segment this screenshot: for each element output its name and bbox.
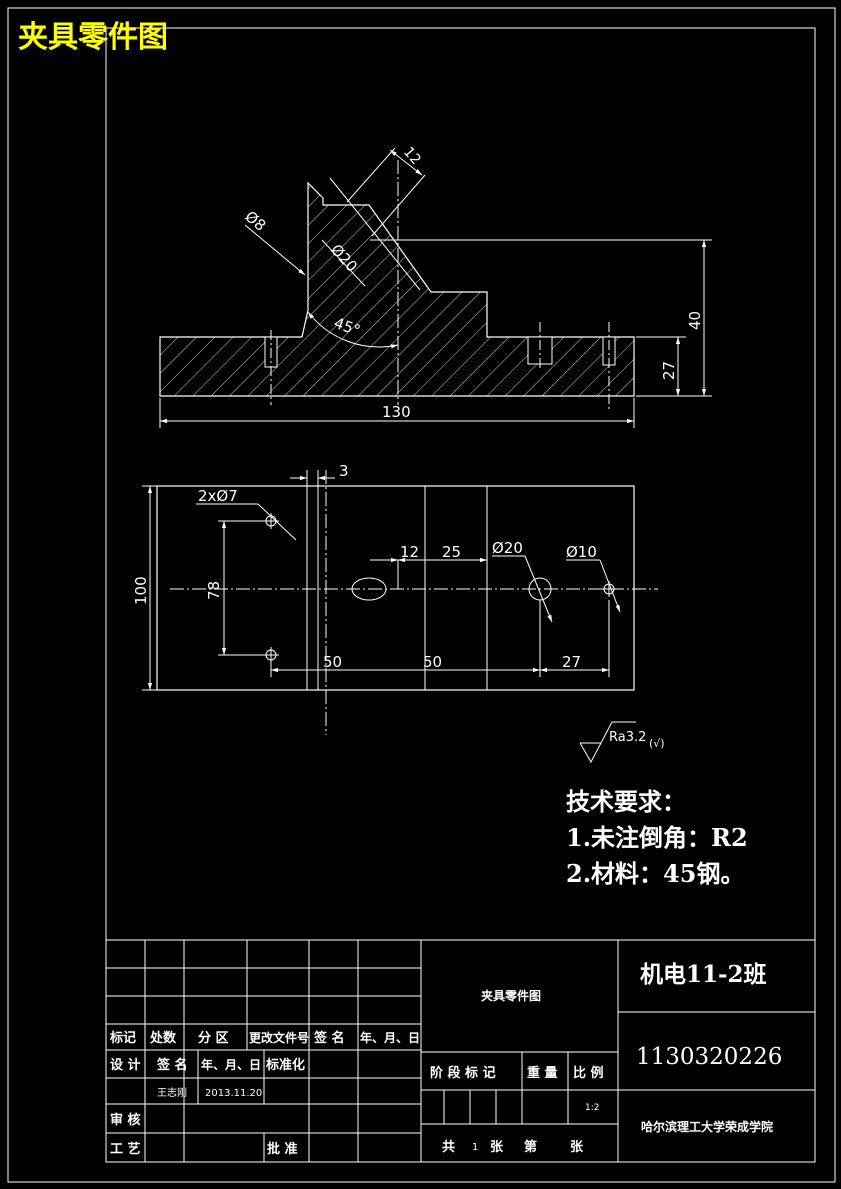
tech-item1: 1.未注倒角：R2	[566, 823, 748, 852]
tb-header-0: 标记	[109, 1030, 136, 1046]
tb-date: 2013.11.20	[205, 1088, 262, 1099]
front-view	[159, 147, 712, 428]
tb-scale: 比 例	[573, 1065, 604, 1081]
tb-header-3: 更改文件号	[249, 1030, 309, 1045]
roughness-symbol	[579, 721, 636, 764]
front-dim-27: 27	[660, 361, 678, 380]
top-dim-50b: 50	[423, 653, 442, 671]
tech-item2: 2.材料：45钢。	[566, 859, 744, 888]
tb-header-4: 签 名	[313, 1030, 345, 1046]
tb-sheets-unit: 张	[490, 1140, 504, 1155]
top-dim-12: 12	[400, 543, 419, 561]
tb-class-name: 机电11-2班	[640, 961, 767, 988]
title-block	[105, 939, 816, 1163]
tb-weight: 重 量	[527, 1065, 558, 1081]
roughness-value: Ra3.2	[609, 730, 646, 745]
top-dim-50a: 50	[323, 653, 342, 671]
tb-stage-mark: 阶 段 标 记	[430, 1065, 496, 1081]
front-dim-130: 130	[382, 403, 411, 421]
front-dim-12: 12	[400, 144, 424, 168]
top-dim-3: 3	[339, 462, 349, 480]
slot-ellipse	[351, 577, 387, 601]
tb-header-2: 分 区	[198, 1030, 229, 1046]
tb-scale-value: 1:2	[585, 1103, 599, 1113]
top-dim-d10: Ø10	[566, 543, 597, 561]
front-outline	[159, 181, 635, 397]
tb-drawing-name: 夹具零件图	[481, 988, 541, 1003]
tb-process: 工 艺	[110, 1141, 141, 1157]
tb-design-1: 签 名	[156, 1057, 188, 1073]
top-dim-d20: Ø20	[492, 539, 523, 557]
tb-design-0: 设 计	[110, 1057, 141, 1073]
tb-sheet-unit2: 张	[570, 1140, 584, 1155]
tb-sheets-num: 1	[472, 1142, 478, 1153]
tech-heading: 技术要求：	[566, 787, 686, 816]
top-dim-100: 100	[132, 576, 150, 605]
tb-header-5: 年、月、日	[360, 1030, 420, 1045]
top-dim-25: 25	[442, 543, 461, 561]
tb-design-2: 年、月、日	[201, 1057, 261, 1072]
front-dim-40: 40	[686, 311, 704, 330]
outer-border	[7, 7, 836, 1183]
roughness-suffix: (√)	[649, 737, 665, 750]
top-dim-27: 27	[562, 653, 581, 671]
tb-designer: 王志刚	[157, 1086, 187, 1099]
sheet-title-overlay: 夹具零件图	[18, 20, 168, 55]
tb-student-id: 1130320226	[636, 1044, 782, 1070]
tb-design-3: 标准化	[265, 1057, 305, 1073]
tb-approve: 批 准	[267, 1141, 298, 1157]
tb-sheets-total: 共	[442, 1139, 455, 1155]
top-holes-label: 2xØ7	[198, 487, 238, 505]
top-outline	[156, 485, 635, 691]
tb-header-1: 处数	[149, 1030, 177, 1046]
front-dim-d8: Ø8	[241, 207, 269, 235]
tb-school: 哈尔滨理工大学荣成学院	[641, 1119, 773, 1134]
top-view	[142, 470, 658, 735]
top-dim-78: 78	[205, 581, 223, 600]
tb-sheet-no: 第	[524, 1139, 537, 1155]
tb-review: 审 核	[110, 1112, 141, 1128]
